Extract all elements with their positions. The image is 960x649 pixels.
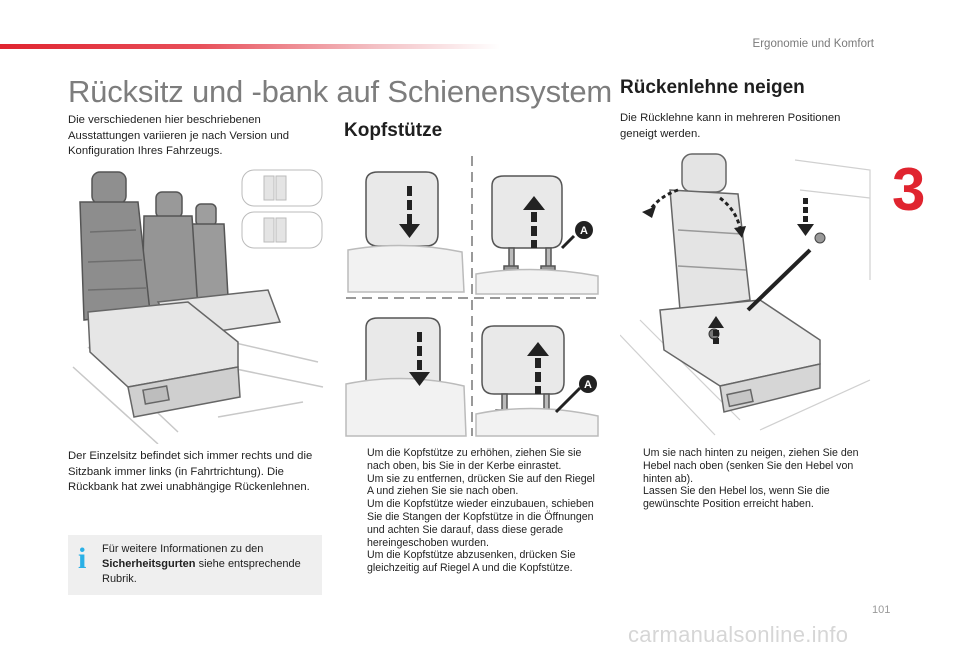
backrest-recline-illustration (620, 153, 871, 436)
single-seat-paragraph: Der Einzelsitz befindet sich immer recht… (68, 450, 313, 493)
list-item: Um die Kopfstütze abzusenken, drücken Si… (367, 549, 576, 575)
info-text-bold: Sicherheitsgurten (102, 558, 196, 570)
list-item: Um sie zu entfernen, drücken Sie auf den… (367, 472, 595, 498)
headrest-illustration: A A (345, 156, 599, 437)
headrest-instructions: Um die Kopfstütze zu erhöhen, ziehen Sie… (344, 447, 602, 575)
backrest-heading: Rückenlehne neigen (620, 77, 805, 98)
page-title: Rücksitz und -bank auf Schienensystem (68, 74, 612, 109)
list-item: Um die Kopfstütze wieder einzubauen, sch… (367, 498, 594, 549)
backrest-intro: Die Rücklehne kann in mehreren Positione… (620, 112, 841, 140)
backrest-instructions: Um sie nach hinten zu neigen, ziehen Sie… (620, 447, 870, 511)
info-box: i Für weitere Informationen zu den Siche… (68, 535, 322, 595)
chapter-title: Ergonomie und Komfort (752, 38, 874, 50)
headrest-heading: Kopfstütze (344, 120, 443, 141)
latch-label-a-2: A (584, 379, 592, 391)
list-item: Um sie nach hinten zu neigen, ziehen Sie… (643, 447, 859, 485)
info-icon: i (78, 542, 87, 575)
header-accent-bar (0, 44, 500, 49)
rear-seats-illustration (72, 169, 324, 444)
page-number: 101 (872, 604, 891, 616)
info-text-suffix: siehe entsprechende Rubrik. (102, 558, 301, 585)
info-text-prefix: Für weitere Informationen zu den (102, 543, 264, 555)
intro-paragraph: Die verschiedenen hier beschriebenen Aus… (68, 114, 290, 157)
list-item: Lassen Sie den Hebel los, wenn Sie die g… (643, 485, 830, 511)
list-item: Um die Kopfstütze zu erhöhen, ziehen Sie… (367, 447, 582, 472)
latch-label-a: A (580, 225, 588, 237)
watermark: carmanualsonline.info (628, 622, 849, 647)
info-text: Für weitere Informationen zu den Sicherh… (102, 542, 312, 587)
chapter-number: 3 (892, 156, 926, 223)
